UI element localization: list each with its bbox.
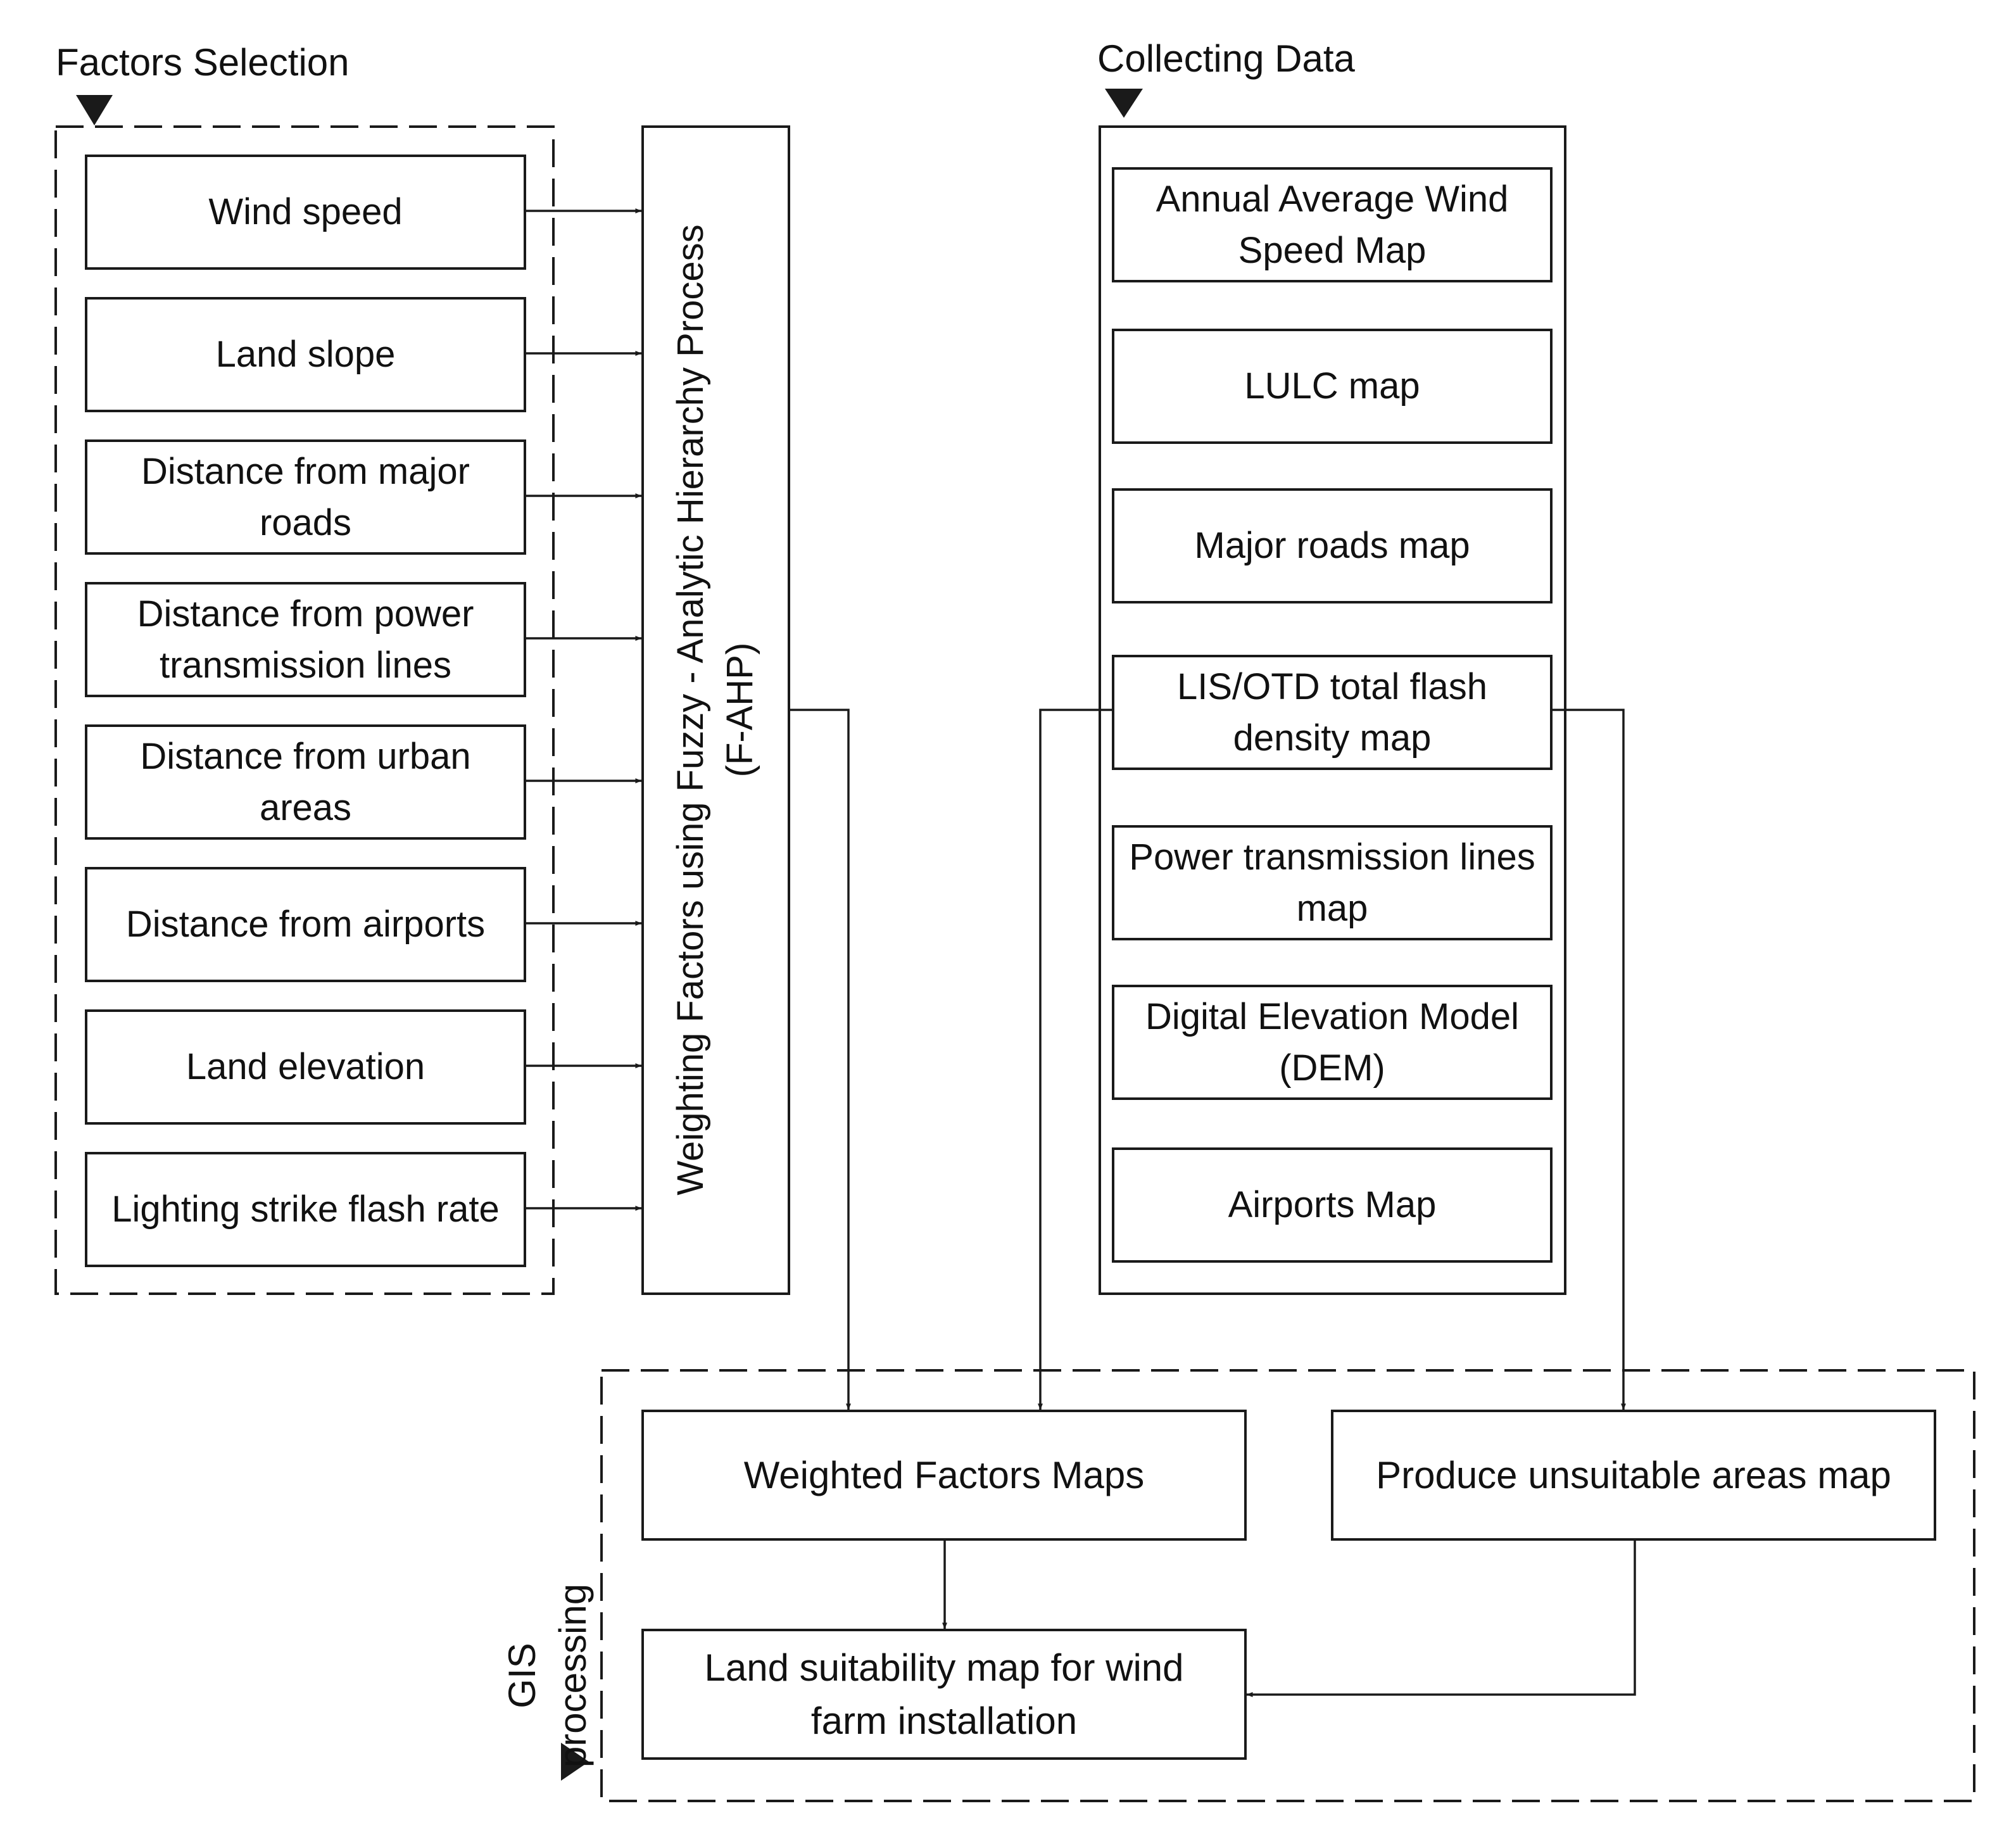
map-annual-wind-speed: Annual Average Wind Speed Map [1156, 178, 1509, 271]
gis-group-border [600, 1369, 1975, 1802]
factor-wind-speed: Wind speed [208, 191, 403, 233]
collecting-data-title: Collecting Data [1097, 37, 1355, 80]
weighting-fahp-label: Weighting Factors using Fuzzy - Analytic… [669, 224, 760, 1196]
factor-land-slope: Land slope [215, 334, 396, 376]
factors-marker-icon [76, 95, 113, 125]
map-flash-density: LIS/OTD total flash density map [1177, 666, 1487, 759]
factor-lightning-flash-rate: Lighting strike flash rate [111, 1189, 500, 1230]
factor-land-elevation: Land elevation [186, 1046, 425, 1088]
collecting-marker-icon [1105, 89, 1143, 118]
map-dem: Digital Elevation Model (DEM) [1145, 995, 1519, 1089]
factor-distance-major-roads: Distance from major roads [141, 450, 470, 543]
unsuitable-areas-map: Produce unsuitable areas map [1376, 1453, 1891, 1496]
factors-group-border [54, 125, 555, 1295]
gis-marker-icon [561, 1743, 589, 1781]
factors-selection-title: Factors Selection [56, 41, 350, 84]
gis-processing-title: GIS processing [501, 1583, 594, 1768]
factor-distance-airports: Distance from airports [125, 904, 486, 945]
land-suitability-map: Land suitability map for wind farm insta… [704, 1646, 1184, 1742]
map-airports: Airports Map [1228, 1184, 1437, 1226]
weighted-factors-maps: Weighted Factors Maps [743, 1453, 1145, 1496]
factor-distance-urban-areas: Distance from urban areas [140, 735, 471, 828]
map-lulc: LULC map [1244, 365, 1420, 407]
map-power-lines: Power transmission lines map [1129, 836, 1535, 929]
factor-distance-power-lines: Distance from power transmission lines [137, 593, 474, 686]
map-major-roads: Major roads map [1194, 525, 1470, 567]
